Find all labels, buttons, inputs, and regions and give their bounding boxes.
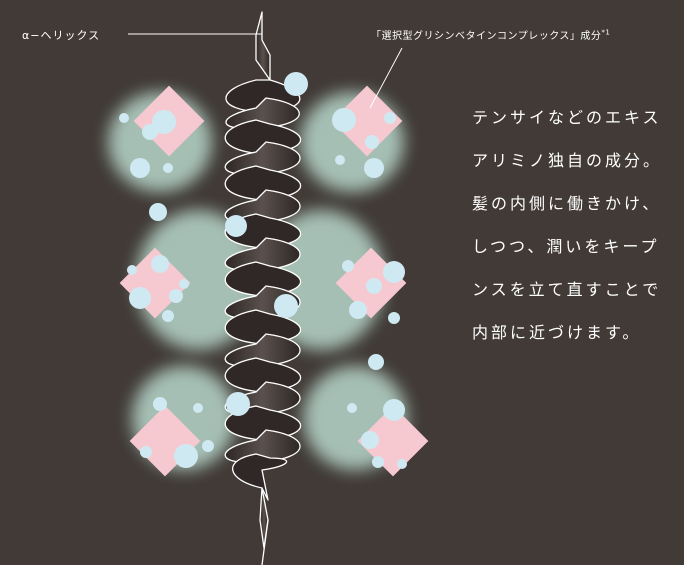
description-text: テンサイなどのエキス アリミノ独自の成分。 髪の内側に働きかけ、 しつつ、潤いを… bbox=[472, 96, 684, 354]
bubble bbox=[162, 310, 174, 322]
bubble bbox=[349, 301, 367, 319]
bubble bbox=[284, 72, 308, 96]
bubble bbox=[383, 399, 405, 421]
bubble bbox=[342, 260, 354, 272]
description-line: 髪の内側に働きかけ、 bbox=[472, 194, 662, 213]
bubble bbox=[225, 215, 247, 237]
complex-label: 「選択型グリシンベタインコンプレックス」成分*1 bbox=[371, 27, 610, 42]
bubble bbox=[140, 446, 152, 458]
bubble bbox=[397, 459, 407, 469]
bubble bbox=[332, 108, 356, 132]
bubble bbox=[130, 158, 150, 178]
bubble bbox=[193, 403, 203, 413]
bubble bbox=[119, 113, 129, 123]
bubble bbox=[151, 255, 169, 273]
bubble bbox=[364, 158, 384, 178]
complex-label-footnote: *1 bbox=[601, 28, 611, 37]
bubble bbox=[335, 155, 345, 165]
leader-lines bbox=[128, 33, 403, 109]
complex-label-text: 「選択型グリシンベタインコンプレックス」成分 bbox=[371, 31, 602, 42]
bubbles bbox=[119, 72, 407, 469]
alpha-helix-ribbon bbox=[224, 11, 302, 565]
bubble bbox=[149, 203, 167, 221]
bubble bbox=[388, 312, 400, 324]
bubble bbox=[368, 354, 384, 370]
bubble bbox=[202, 440, 214, 452]
bubble bbox=[163, 163, 173, 173]
bubble bbox=[372, 456, 384, 468]
bubble bbox=[174, 444, 198, 468]
description-line: しつつ、潤いをキープ bbox=[472, 237, 660, 256]
complex-leader-line bbox=[369, 47, 403, 109]
bubble bbox=[347, 403, 357, 413]
bubble bbox=[365, 135, 379, 149]
description-line: テンサイなどのエキス bbox=[472, 108, 662, 127]
bubble bbox=[179, 279, 189, 289]
bubble bbox=[384, 112, 396, 124]
bubble bbox=[274, 294, 298, 318]
bubble bbox=[383, 261, 405, 283]
description-line: アリミノ独自の成分。 bbox=[472, 151, 663, 170]
bubble bbox=[169, 289, 183, 303]
bubble bbox=[152, 110, 176, 134]
bubble bbox=[361, 431, 379, 449]
description-line: 内部に近づけます。 bbox=[472, 323, 642, 342]
bubble bbox=[129, 287, 151, 309]
helix-label: α−ヘリックス bbox=[22, 29, 101, 42]
bubble bbox=[366, 278, 382, 294]
bubble bbox=[153, 397, 167, 411]
bubble bbox=[142, 124, 158, 140]
bubble bbox=[127, 265, 137, 275]
description-line: ンスを立て直すことで bbox=[472, 280, 662, 299]
bubble bbox=[226, 392, 250, 416]
